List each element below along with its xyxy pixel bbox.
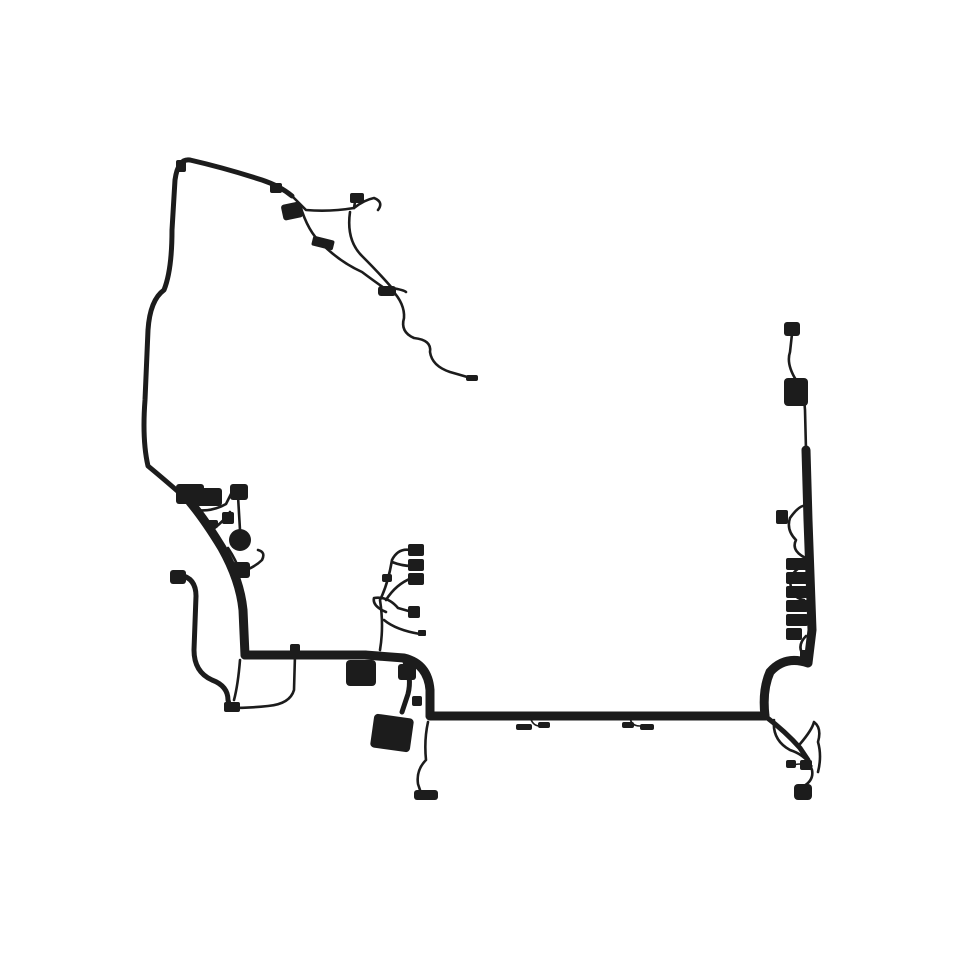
connector-block <box>776 510 788 524</box>
center-drop-cable <box>416 720 430 798</box>
right-lower-lead <box>772 718 814 788</box>
right-lower-cable <box>762 713 811 763</box>
connector-block <box>786 558 808 570</box>
left-tall-cable <box>141 157 295 505</box>
connector-block <box>311 235 335 251</box>
right-lower-branch <box>762 713 822 800</box>
connector-block <box>378 286 396 296</box>
connector-block <box>794 784 812 800</box>
left-cluster-cable <box>226 546 265 574</box>
connector-block <box>412 696 422 706</box>
left-cluster-cable <box>194 486 240 512</box>
trunk-clips <box>516 715 654 730</box>
top-tail-cable <box>390 288 476 381</box>
connector-block <box>176 160 186 172</box>
connector-block <box>346 660 376 686</box>
connector-block <box>786 600 808 612</box>
top-side-cable <box>347 210 408 294</box>
connector-block <box>786 614 808 626</box>
connector-block <box>786 760 796 768</box>
connector-block <box>622 722 634 728</box>
connector-block <box>170 570 186 584</box>
round-connector <box>229 529 251 551</box>
connector-block <box>281 201 303 221</box>
center-stack <box>372 544 426 652</box>
connector-block <box>786 572 808 584</box>
connector-block <box>230 484 248 500</box>
connector-block <box>408 606 420 618</box>
connector-block <box>350 193 364 203</box>
connector-block <box>786 586 808 598</box>
left-tall-run <box>141 157 476 505</box>
connector-block <box>208 520 218 528</box>
connector-block <box>786 628 802 640</box>
center-stack-cable <box>382 618 422 636</box>
right-lower-lead <box>798 720 822 774</box>
right-loop-cable <box>759 445 817 721</box>
connector-block <box>408 559 424 571</box>
connector-block <box>538 722 550 728</box>
main-trunk <box>185 445 817 721</box>
connector-block <box>640 724 654 730</box>
connector-block <box>398 664 416 680</box>
connector-block <box>418 630 426 636</box>
left-vertical-cable <box>185 497 250 660</box>
connector-block <box>270 183 282 193</box>
connector-block <box>408 544 424 556</box>
connector-block <box>224 702 240 712</box>
connector-block <box>800 760 812 770</box>
top-drop-cable <box>298 203 392 294</box>
large-connector <box>370 713 414 753</box>
right-side-cable <box>787 504 812 562</box>
right-vertical-run <box>776 322 812 660</box>
connector-block <box>516 724 532 730</box>
connector-block <box>414 790 438 800</box>
connector-block <box>784 378 808 406</box>
center-loop-cable <box>360 650 435 721</box>
center-main-connectors <box>346 659 438 800</box>
connector-block <box>382 574 392 582</box>
connector-block <box>290 644 300 654</box>
left-lower-link <box>228 653 297 710</box>
left-cluster-cable <box>236 494 242 532</box>
left-lower-cable <box>177 572 233 711</box>
connector-block <box>196 488 222 506</box>
center-stack-cable <box>372 596 414 614</box>
connector-block <box>222 512 234 524</box>
connector-block <box>232 562 250 578</box>
left-lower-link <box>232 658 242 702</box>
connector-block <box>784 322 800 336</box>
top-connectors <box>176 160 478 381</box>
left-cluster <box>176 484 265 578</box>
connector-block <box>800 650 810 660</box>
connector-block <box>466 375 478 381</box>
left-lower-loop <box>170 570 300 712</box>
connector-block <box>408 573 424 585</box>
top-branch-cable <box>290 194 382 212</box>
